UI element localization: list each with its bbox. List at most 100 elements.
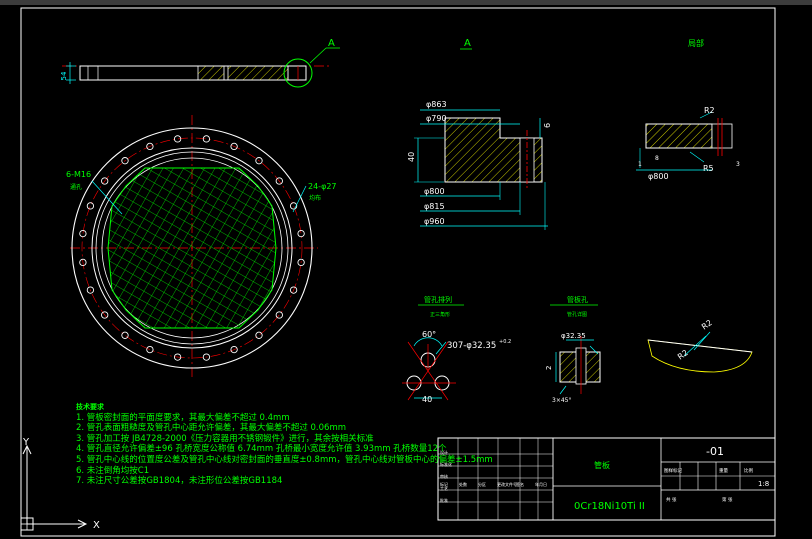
- title-row-label: 标记: [440, 481, 448, 487]
- dim-d800-b: φ800: [648, 172, 669, 181]
- bolt-hole: [255, 157, 263, 165]
- bolt-hole: [289, 202, 298, 210]
- dim-r5: R5: [703, 164, 714, 173]
- tube-dim-left: 2: [545, 366, 553, 370]
- dim-step-6: 6: [543, 123, 552, 128]
- bolt-hole: [255, 331, 263, 339]
- note-line: 7. 未注尺寸公差按GB1804，未注形位公差按GB1184: [76, 476, 283, 487]
- title-sign-label: 工艺: [440, 486, 448, 491]
- bolt-hole: [101, 311, 109, 319]
- hole-pattern-figure: [402, 337, 456, 401]
- notes-heading: 技术要求: [76, 403, 104, 411]
- tube-detail-subtitle: 管孔详图: [567, 311, 587, 318]
- tube-dim-bottom: 3×45°: [552, 397, 571, 404]
- dim-d863: φ863: [426, 100, 447, 109]
- tube-detail-figure: [555, 336, 601, 395]
- title-drawing-no: -01: [706, 445, 724, 458]
- groove-r2-b: R2: [676, 348, 690, 361]
- dim-small-mid: 8: [655, 155, 659, 162]
- bolt-hole: [86, 286, 95, 294]
- hole-pattern-title: 管孔排列: [424, 295, 452, 304]
- view-label-a-marker: A: [328, 38, 335, 49]
- bolt-hole: [121, 157, 129, 165]
- groove-detail: [647, 331, 753, 373]
- side-view: [62, 47, 340, 88]
- title-row-label: 签名: [516, 481, 524, 487]
- dim-small-left: 1: [638, 161, 642, 168]
- title-part-name: 管板: [594, 460, 610, 470]
- bolt-hole-tag-right: 24-φ27: [308, 182, 337, 191]
- bolt-hole: [173, 135, 182, 143]
- note-line: 6. 未注倒角均按C1: [76, 465, 150, 476]
- bolt-hole: [202, 135, 211, 143]
- bolt-hole: [146, 345, 154, 354]
- title-cell-e: 第 张: [722, 496, 733, 503]
- title-cell-d: 共 张: [666, 496, 677, 503]
- groove-r2-a: R2: [700, 318, 714, 331]
- title-block: [437, 437, 776, 521]
- bolt-hole: [230, 345, 238, 354]
- bolt-hole: [101, 177, 109, 185]
- tube-detail-title: 管板孔: [567, 295, 588, 304]
- detail-b-title: 局部: [688, 38, 704, 48]
- detail-a-section: [414, 109, 548, 230]
- note-line: 4. 管孔直径允许偏差±96 孔桥宽度公称值 6.74mm 孔桥最小宽度允许值 …: [76, 444, 447, 455]
- bolt-hole: [79, 258, 87, 267]
- dim-d815: φ815: [424, 202, 445, 211]
- ucs-icon: [20, 444, 88, 531]
- note-line: 1. 管板密封面的平面度要求，其最大偏差不超过 0.4mm: [76, 412, 290, 423]
- dim-small-right: 3: [736, 161, 740, 168]
- title-row-label: 年月日: [535, 481, 547, 487]
- detail-b-section: [636, 111, 733, 171]
- bolt-hole: [202, 353, 211, 361]
- title-cell-b: 重量: [719, 467, 728, 474]
- bolt-hole: [289, 286, 298, 294]
- leader-right: [292, 185, 307, 213]
- technical-notes: 技术要求 1. 管板密封面的平面度要求，其最大偏差不超过 0.4mm 2. 管孔…: [76, 402, 493, 487]
- dim-height-40: 40: [407, 152, 416, 162]
- dim-d800: φ800: [424, 187, 445, 196]
- title-sign-label: 审核: [440, 473, 448, 479]
- ucs-y-label: Y: [22, 437, 30, 448]
- title-cell-c: 比例: [744, 467, 753, 474]
- title-sign-label: 批准: [440, 497, 448, 503]
- bolt-hole: [230, 142, 238, 151]
- bolt-hole: [121, 331, 129, 339]
- dim-d790: φ790: [426, 114, 447, 123]
- dim-d960: φ960: [424, 217, 445, 226]
- hole-pattern-subtitle: 正三角形: [430, 311, 450, 318]
- note-line: 3. 管孔加工按 JB4728-2000《压力容器用不锈钢锻件》进行，其余按相关…: [76, 433, 374, 444]
- tube-dim-top: φ32.35: [561, 332, 586, 340]
- bolt-hole: [79, 229, 87, 238]
- bolt-hole: [146, 142, 154, 151]
- tubesheet-plan-view: [70, 115, 318, 378]
- side-thickness-label: 54: [60, 71, 68, 80]
- bolt-hole: [173, 353, 182, 361]
- hole-tol: +0.2: [499, 339, 511, 345]
- title-material: 0Cr18Ni10Ti II: [574, 501, 645, 512]
- dim-r2-top: R2: [704, 106, 715, 115]
- bolt-hole: [275, 311, 283, 319]
- bolt-hole-tag-left: 6-M16: [66, 170, 91, 179]
- bolt-hole-tag-right-sub: 均布: [309, 194, 321, 202]
- title-scale: 1:8: [758, 480, 769, 488]
- toolbar-strip: [0, 0, 812, 5]
- hole-angle: 60°: [422, 330, 436, 339]
- title-row-label: 更改文件号: [497, 481, 517, 487]
- title-row-label: 分区: [478, 481, 486, 487]
- bolt-hole: [86, 202, 95, 210]
- drawing-frame: [20, 7, 776, 537]
- bolt-hole-tag-left-sub: 通孔: [70, 183, 82, 191]
- bolt-hole: [297, 258, 305, 267]
- note-line: 5. 管孔中心线的位置度公差及管孔中心线对密封面的垂直度±0.8mm，管孔中心线…: [76, 454, 493, 465]
- ucs-x-label: X: [93, 520, 100, 531]
- detail-a-title: A: [464, 38, 471, 49]
- hole-spec: 307-φ32.35: [447, 341, 496, 351]
- title-row-label: 处数: [459, 481, 467, 487]
- leader-left: [91, 180, 123, 215]
- bolt-hole: [297, 229, 305, 238]
- title-sign-label: 设计: [440, 449, 448, 455]
- bolt-hole: [275, 177, 283, 185]
- hole-pitch: 40: [422, 395, 432, 404]
